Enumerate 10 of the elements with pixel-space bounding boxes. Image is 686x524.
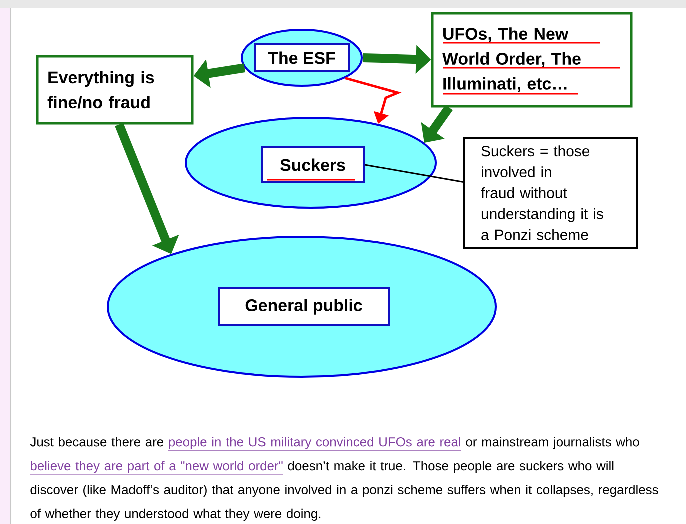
label-box: Suckers [261,146,365,184]
link: people in the US military convinced UFOs are real [168,437,462,451]
link: believe they are part of a "new world order" [30,461,284,475]
label-box: General public [218,288,390,326]
note-box: Suckers = those involved in fraud without understanding it is a Ponzi scheme [464,137,638,249]
connector-line [364,164,464,183]
text-box: UFOs, The New World Order, The Illuminati, etc… [431,12,633,108]
paragraph: Just because there are people in the US military convinced UFOs are real or mainstream journalists who believe they are part of a "new world order" doesn’t make it true. Those people are suckers who will discover (like Madoff’s auditor) that anyone involved in a ponzi scheme suffers when it collapses, regardless of whether they understood what they were doing. [30,437,658,521]
text-box: Everything is fine/no fraud [36,55,194,125]
label-box: The ESF [254,44,350,72]
